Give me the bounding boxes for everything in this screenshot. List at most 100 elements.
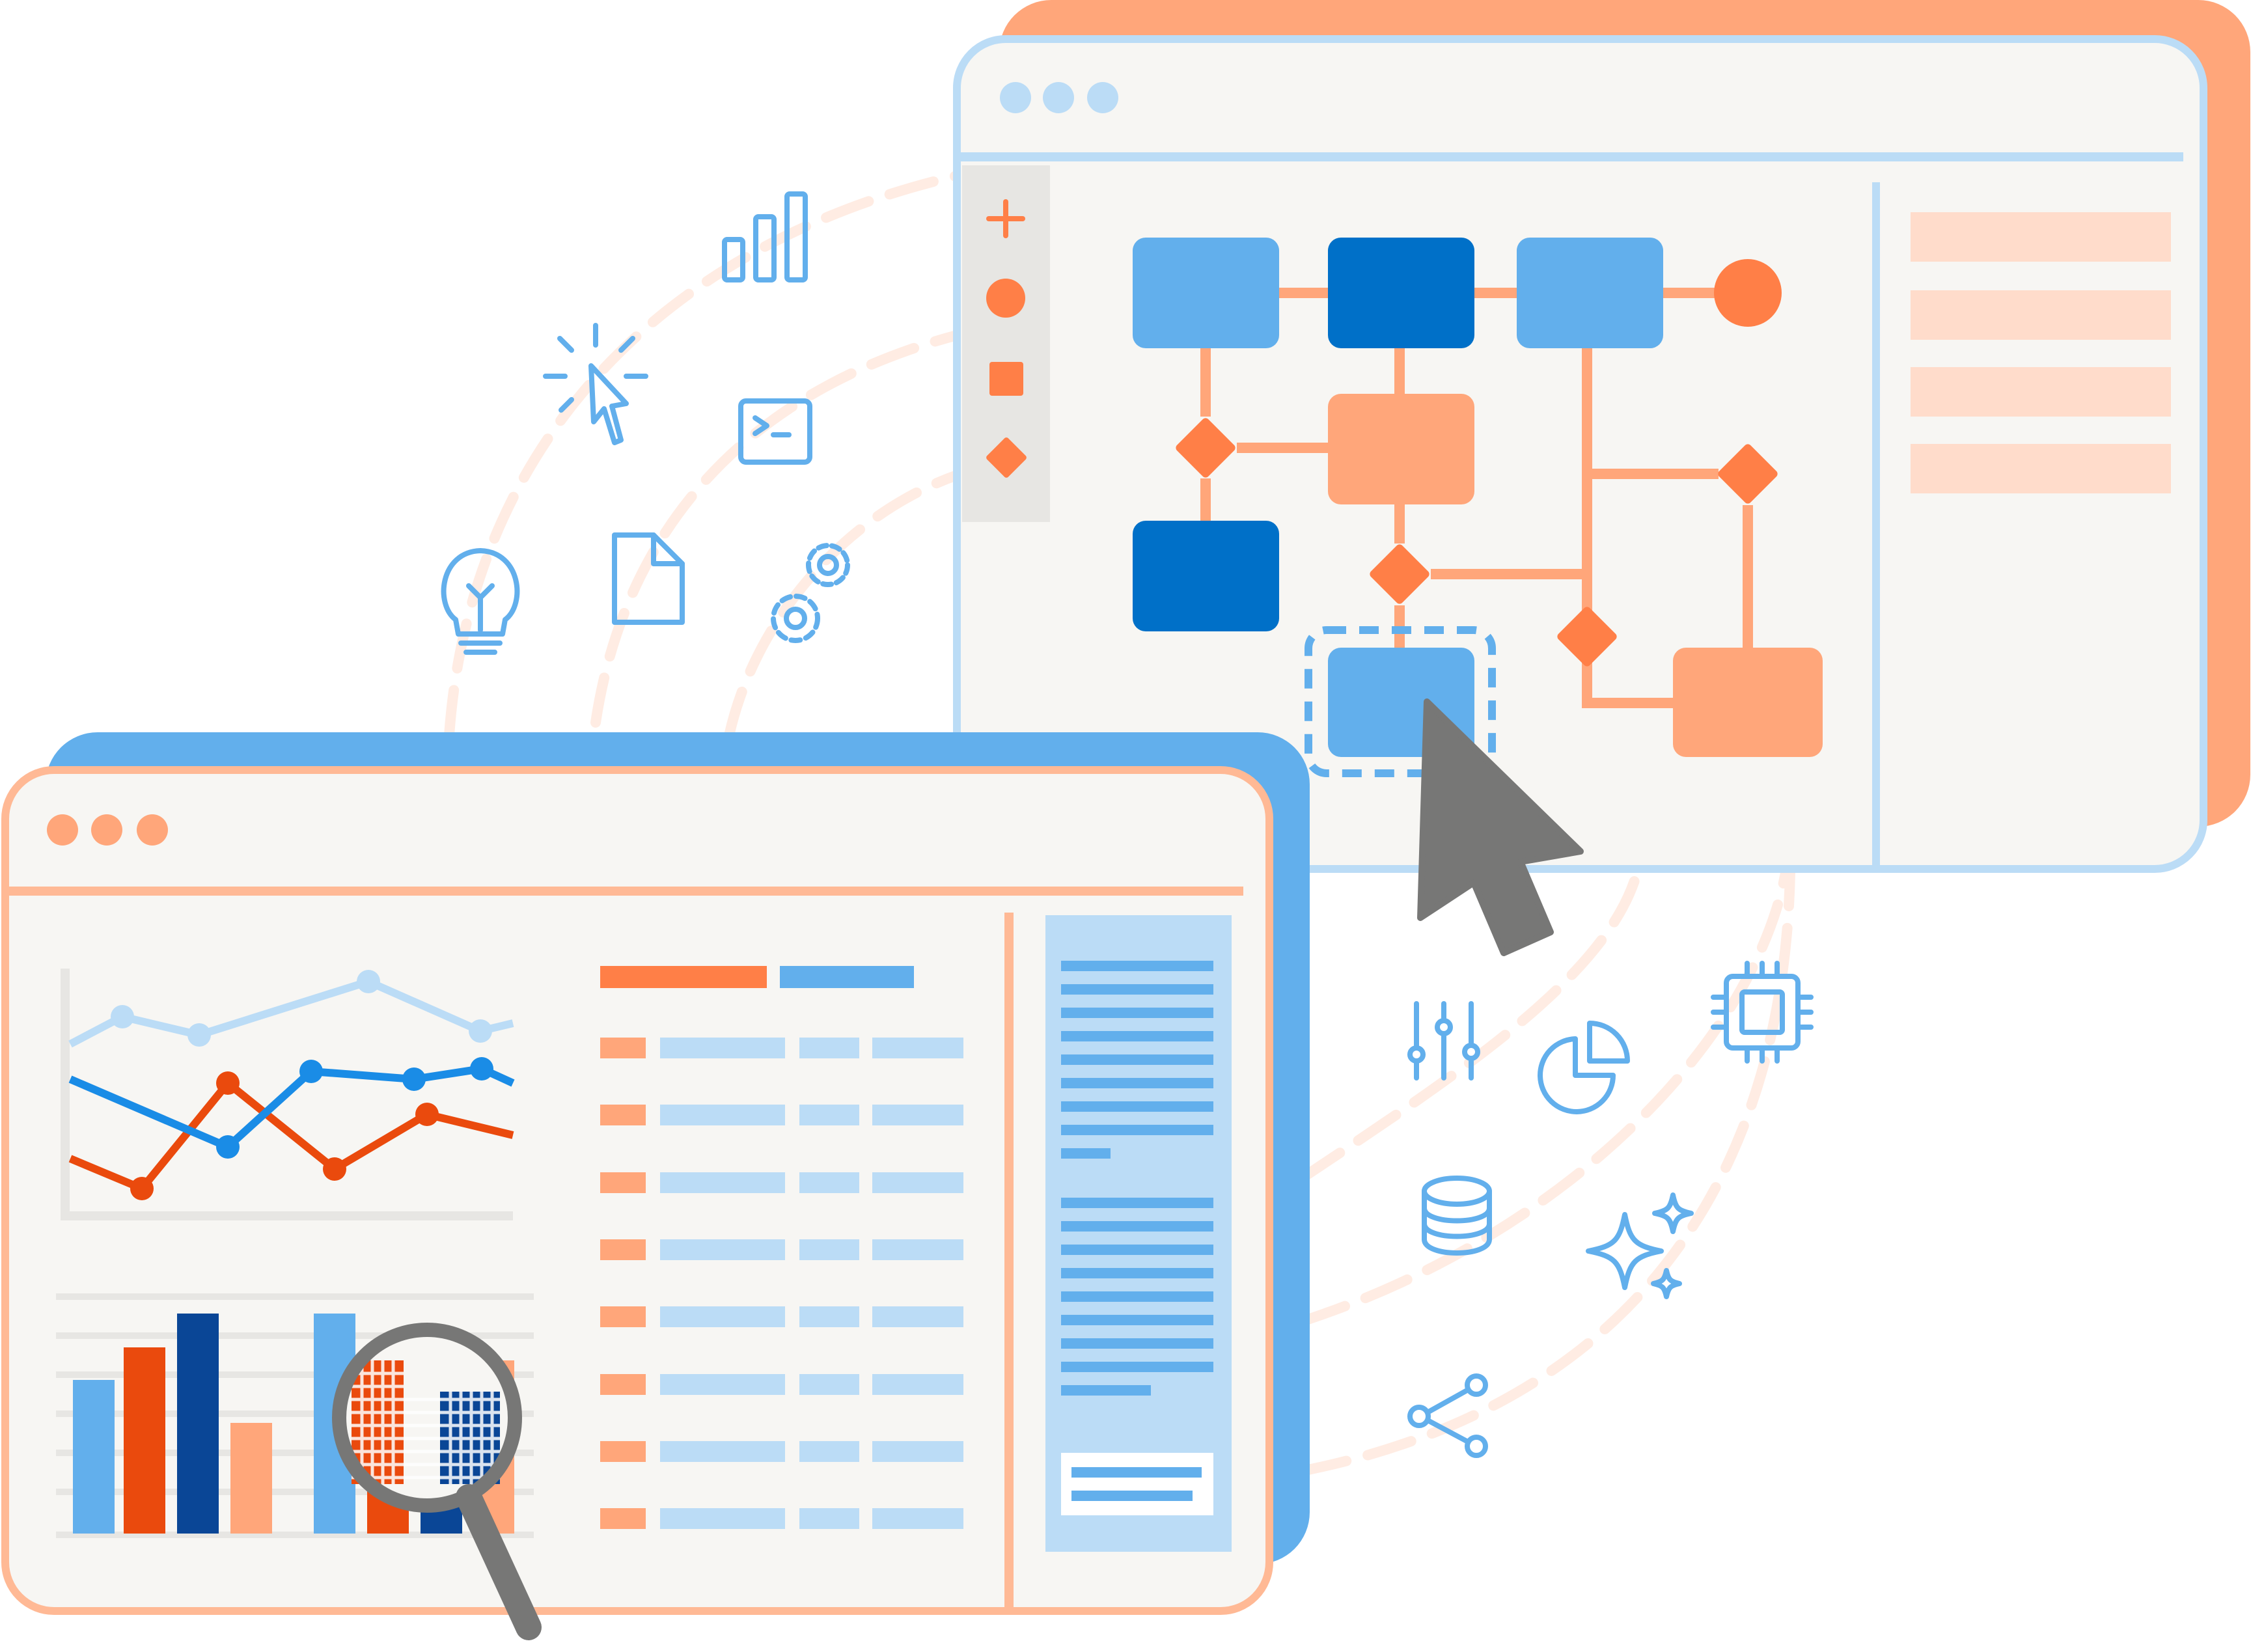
diamond-shape-icon[interactable] bbox=[985, 436, 1027, 478]
window-dot[interactable] bbox=[91, 814, 122, 846]
property-row[interactable] bbox=[1911, 367, 2171, 417]
mouse-cursor-icon bbox=[1417, 698, 1584, 956]
text-line bbox=[1061, 1221, 1213, 1232]
table-row[interactable] bbox=[600, 1038, 963, 1058]
table-row[interactable] bbox=[600, 1441, 963, 1462]
table-row-marker bbox=[600, 1508, 646, 1529]
window-dot[interactable] bbox=[137, 814, 168, 846]
diagram-decision[interactable] bbox=[1717, 443, 1779, 505]
table-header-cell[interactable] bbox=[780, 966, 914, 988]
table-row-marker bbox=[600, 1105, 646, 1125]
table-cell bbox=[799, 1172, 859, 1193]
square-shape-icon[interactable] bbox=[989, 362, 1023, 396]
table-cell bbox=[799, 1441, 859, 1462]
line-chart bbox=[61, 969, 515, 1220]
terminal-icon bbox=[738, 398, 812, 465]
diagram-node[interactable] bbox=[1133, 238, 1279, 348]
sparkles-icon bbox=[1586, 1192, 1694, 1299]
diagram-node[interactable] bbox=[1673, 648, 1823, 757]
text-line bbox=[1061, 1291, 1213, 1302]
text-line bbox=[1061, 1008, 1213, 1018]
text-line bbox=[1061, 1268, 1213, 1278]
text-line bbox=[1061, 1078, 1213, 1088]
table-cell bbox=[660, 1105, 785, 1125]
table-cell bbox=[872, 1441, 963, 1462]
plus-icon[interactable] bbox=[986, 199, 1025, 238]
bar bbox=[177, 1314, 219, 1534]
cpu-chip-icon bbox=[1711, 961, 1814, 1064]
table-cell bbox=[799, 1374, 859, 1395]
property-row[interactable] bbox=[1911, 444, 2171, 493]
table-cell bbox=[660, 1306, 785, 1327]
sliders-icon bbox=[1407, 1001, 1480, 1081]
bar bbox=[230, 1423, 272, 1534]
pointer-click-icon bbox=[543, 323, 648, 445]
table-cell bbox=[799, 1038, 859, 1058]
text-line bbox=[1061, 1315, 1213, 1325]
text-line bbox=[1061, 1362, 1213, 1372]
property-row[interactable] bbox=[1911, 212, 2171, 262]
title-bar-divider bbox=[9, 887, 1243, 896]
table-cell bbox=[872, 1239, 963, 1260]
table-header-cell[interactable] bbox=[600, 966, 767, 988]
line-series-blue bbox=[68, 1057, 515, 1159]
table-row[interactable] bbox=[600, 1105, 963, 1125]
side-panel-divider bbox=[1004, 913, 1014, 1608]
table-cell bbox=[660, 1172, 785, 1193]
orbit-icons bbox=[441, 191, 1814, 1458]
diagram-node[interactable] bbox=[1328, 238, 1474, 348]
diagram-node[interactable] bbox=[1517, 238, 1663, 348]
circle-shape-icon[interactable] bbox=[986, 279, 1025, 318]
window-dot[interactable] bbox=[1043, 82, 1074, 113]
diagram-decision[interactable] bbox=[1556, 605, 1618, 668]
text-line bbox=[1061, 1031, 1213, 1041]
diagram-node[interactable] bbox=[1133, 521, 1279, 631]
selection-box bbox=[1305, 626, 1496, 777]
table-cell bbox=[660, 1374, 785, 1395]
diagram-connectors bbox=[1200, 288, 1753, 708]
table-row-marker bbox=[600, 1038, 646, 1058]
table-row-marker bbox=[600, 1239, 646, 1260]
table-row-marker bbox=[600, 1172, 646, 1193]
card-line bbox=[1071, 1491, 1193, 1501]
pie-chart-icon bbox=[1538, 1021, 1630, 1114]
text-line bbox=[1061, 1338, 1213, 1349]
property-row[interactable] bbox=[1911, 290, 2171, 340]
table-row[interactable] bbox=[600, 1508, 963, 1529]
text-line bbox=[1061, 984, 1213, 995]
table-row[interactable] bbox=[600, 1374, 963, 1395]
text-line bbox=[1061, 1054, 1213, 1065]
gears-icon bbox=[771, 543, 850, 643]
text-line bbox=[1061, 1148, 1111, 1159]
line-chart-axes bbox=[61, 969, 513, 1220]
diagram-end-node[interactable] bbox=[1714, 259, 1782, 327]
text-line bbox=[1061, 1198, 1213, 1208]
diagram-decision[interactable] bbox=[1368, 543, 1431, 605]
diagram-nodes bbox=[1133, 238, 1823, 777]
properties-panel bbox=[1911, 212, 2171, 493]
table-row[interactable] bbox=[600, 1239, 963, 1260]
database-icon bbox=[1422, 1176, 1492, 1256]
table-row[interactable] bbox=[600, 1172, 963, 1193]
share-icon bbox=[1407, 1373, 1488, 1458]
table-row[interactable] bbox=[600, 1306, 963, 1327]
diagram-decision[interactable] bbox=[1174, 417, 1237, 479]
document-icon bbox=[612, 532, 685, 625]
window-controls bbox=[1000, 82, 1118, 113]
table-cell bbox=[872, 1105, 963, 1125]
window-dot[interactable] bbox=[47, 814, 78, 846]
window-dot[interactable] bbox=[1000, 82, 1031, 113]
properties-divider bbox=[1872, 182, 1880, 866]
text-line bbox=[1061, 1385, 1151, 1396]
table-cell bbox=[799, 1508, 859, 1529]
table-cell bbox=[660, 1441, 785, 1462]
side-panel-card[interactable] bbox=[1061, 1453, 1213, 1515]
diagram-node[interactable] bbox=[1328, 394, 1474, 504]
magnifier-icon bbox=[332, 1323, 542, 1640]
window-dot[interactable] bbox=[1087, 82, 1118, 113]
bar bbox=[124, 1347, 165, 1534]
table-rows bbox=[600, 1038, 963, 1529]
table-cell bbox=[872, 1306, 963, 1327]
